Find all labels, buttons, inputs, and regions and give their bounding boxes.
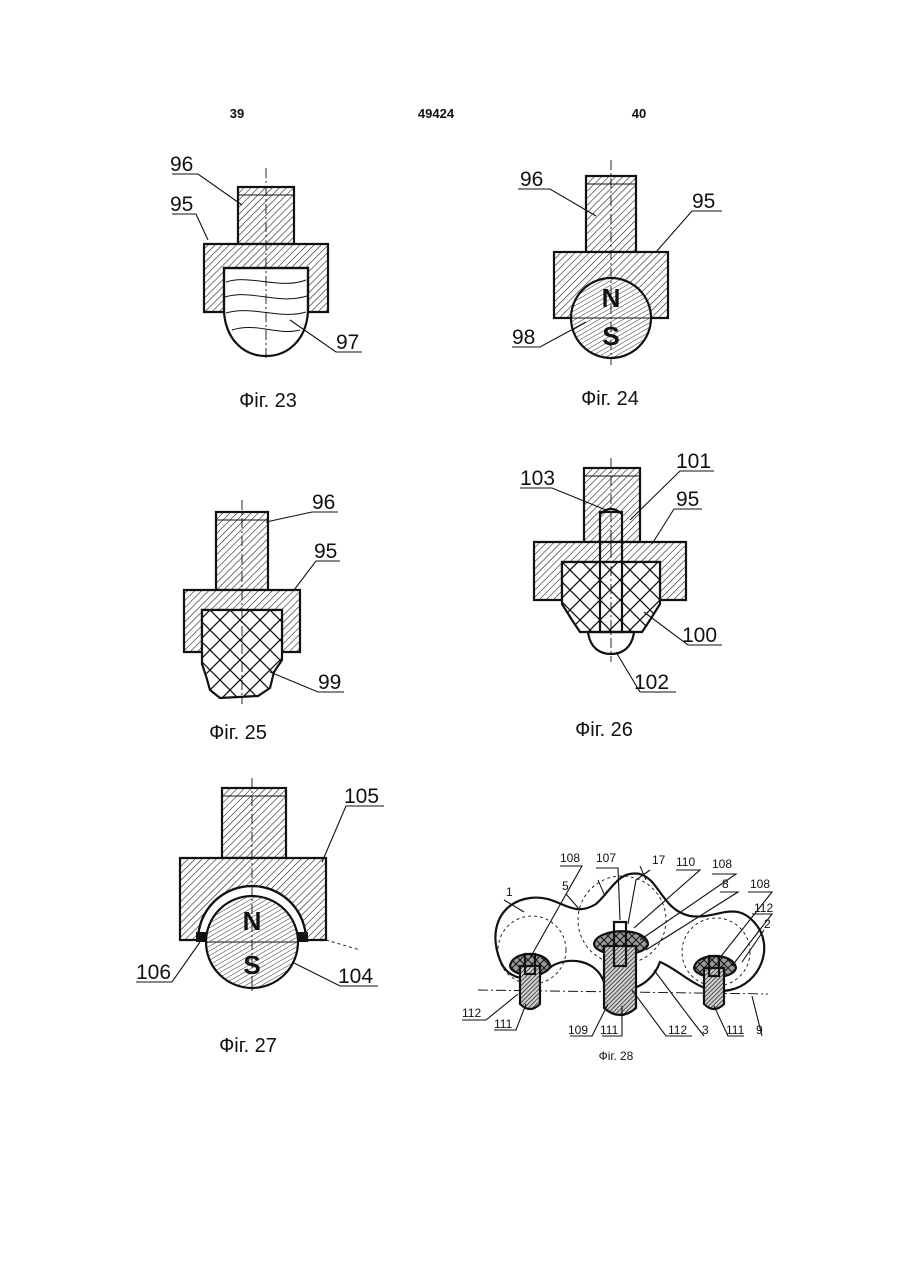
fig23-caption: Фіг. 23 xyxy=(239,390,297,412)
fig23-label-95: 95 xyxy=(170,193,193,216)
figure-25: 96 95 99 Фіг. 25 xyxy=(184,491,344,744)
fig27-stem xyxy=(222,788,286,858)
figure-28: 108 107 17 110 108 8 108 1 5 112 2 112 1… xyxy=(462,851,773,1063)
fig28-label-17: 17 xyxy=(652,853,666,867)
fig27-leader-105 xyxy=(322,806,384,862)
fig23-label-97: 97 xyxy=(336,331,359,354)
fig28-label-5: 5 xyxy=(562,879,569,893)
patent-number: 49424 xyxy=(418,106,455,121)
fig24-leader-95 xyxy=(656,211,722,252)
fig28-label-112-left: 112 xyxy=(462,1006,481,1020)
fig28-leader-110 xyxy=(634,870,700,928)
page-number-right: 40 xyxy=(632,106,646,121)
fig28-label-112-center: 112 xyxy=(668,1023,687,1037)
fig28-caption: Фіг. 28 xyxy=(599,1049,634,1063)
figure-27: N S 105 106 104 Фіг. 27 xyxy=(136,778,384,1057)
fig28-leader-8 xyxy=(646,892,738,950)
page-number-left: 39 xyxy=(230,106,244,121)
fig28-label-111-center: 111 xyxy=(600,1023,619,1037)
fig25-label-99: 99 xyxy=(318,671,341,694)
fig26-label-100: 100 xyxy=(682,624,717,647)
fig28-label-111-left: 111 xyxy=(494,1017,513,1031)
fig24-pole-north: N xyxy=(602,283,621,313)
fig28-label-9: 9 xyxy=(756,1023,763,1037)
fig28-label-8: 8 xyxy=(722,877,729,891)
fig27-label-105: 105 xyxy=(344,785,379,808)
fig27-pole-south: S xyxy=(243,950,260,980)
fig27-seal-right xyxy=(298,932,308,942)
fig25-leader-95 xyxy=(294,561,340,590)
figure-24: N S 96 95 98 Фіг. 24 xyxy=(512,160,722,410)
fig24-pole-south: S xyxy=(602,321,619,351)
fig28-leader-2 xyxy=(742,930,764,962)
fig25-caption: Фіг. 25 xyxy=(209,722,267,744)
fig28-label-110: 110 xyxy=(676,855,695,869)
fig28-leader-107 xyxy=(596,868,620,920)
fig26-label-95: 95 xyxy=(676,488,699,511)
fig28-right-stud xyxy=(704,968,724,1009)
fig23-label-96: 96 xyxy=(170,153,193,176)
fig24-leader-96 xyxy=(518,189,596,216)
fig27-pole-north: N xyxy=(243,906,262,936)
fig24-caption: Фіг. 24 xyxy=(581,388,639,410)
fig26-label-102: 102 xyxy=(634,671,669,694)
fig27-seal-left xyxy=(196,932,206,942)
fig28-label-108-left: 108 xyxy=(560,851,580,865)
fig28-break-marks xyxy=(598,866,646,894)
figure-23: 96 95 97 Фіг. 23 xyxy=(170,153,362,412)
fig24-label-96: 96 xyxy=(520,168,543,191)
fig27-caption: Фіг. 27 xyxy=(219,1035,277,1057)
fig26-label-103: 103 xyxy=(520,467,555,490)
fig28-label-108-right: 108 xyxy=(750,877,770,891)
fig28-label-111-right: 111 xyxy=(726,1023,745,1037)
fig28-label-2: 2 xyxy=(764,917,771,931)
fig28-left-stud xyxy=(520,966,540,1009)
fig28-label-107: 107 xyxy=(596,851,616,865)
fig27-label-104: 104 xyxy=(338,965,373,988)
fig24-label-98: 98 xyxy=(512,326,535,349)
fig28-label-3: 3 xyxy=(702,1023,709,1037)
fig28-label-108-mid: 108 xyxy=(712,857,732,871)
fig27-label-106: 106 xyxy=(136,961,171,984)
fig25-label-95: 95 xyxy=(314,540,337,563)
fig24-label-95: 95 xyxy=(692,190,715,213)
fig28-center-stud xyxy=(604,946,636,1015)
fig28-label-1: 1 xyxy=(506,885,513,899)
fig26-leader-95 xyxy=(652,509,702,544)
fig28-leader-108-left xyxy=(530,866,582,958)
fig25-label-96: 96 xyxy=(312,491,335,514)
fig28-label-112-right: 112 xyxy=(754,901,773,915)
fig26-label-101: 101 xyxy=(676,450,711,473)
page-header: 39 49424 40 xyxy=(230,106,646,121)
figure-26: 103 101 95 100 102 Фіг. 26 xyxy=(520,450,722,741)
fig28-label-109: 109 xyxy=(568,1023,588,1037)
fig23-leader-95 xyxy=(172,214,208,240)
fig26-caption: Фіг. 26 xyxy=(575,719,633,741)
fig27-dashed-mark xyxy=(326,940,360,950)
